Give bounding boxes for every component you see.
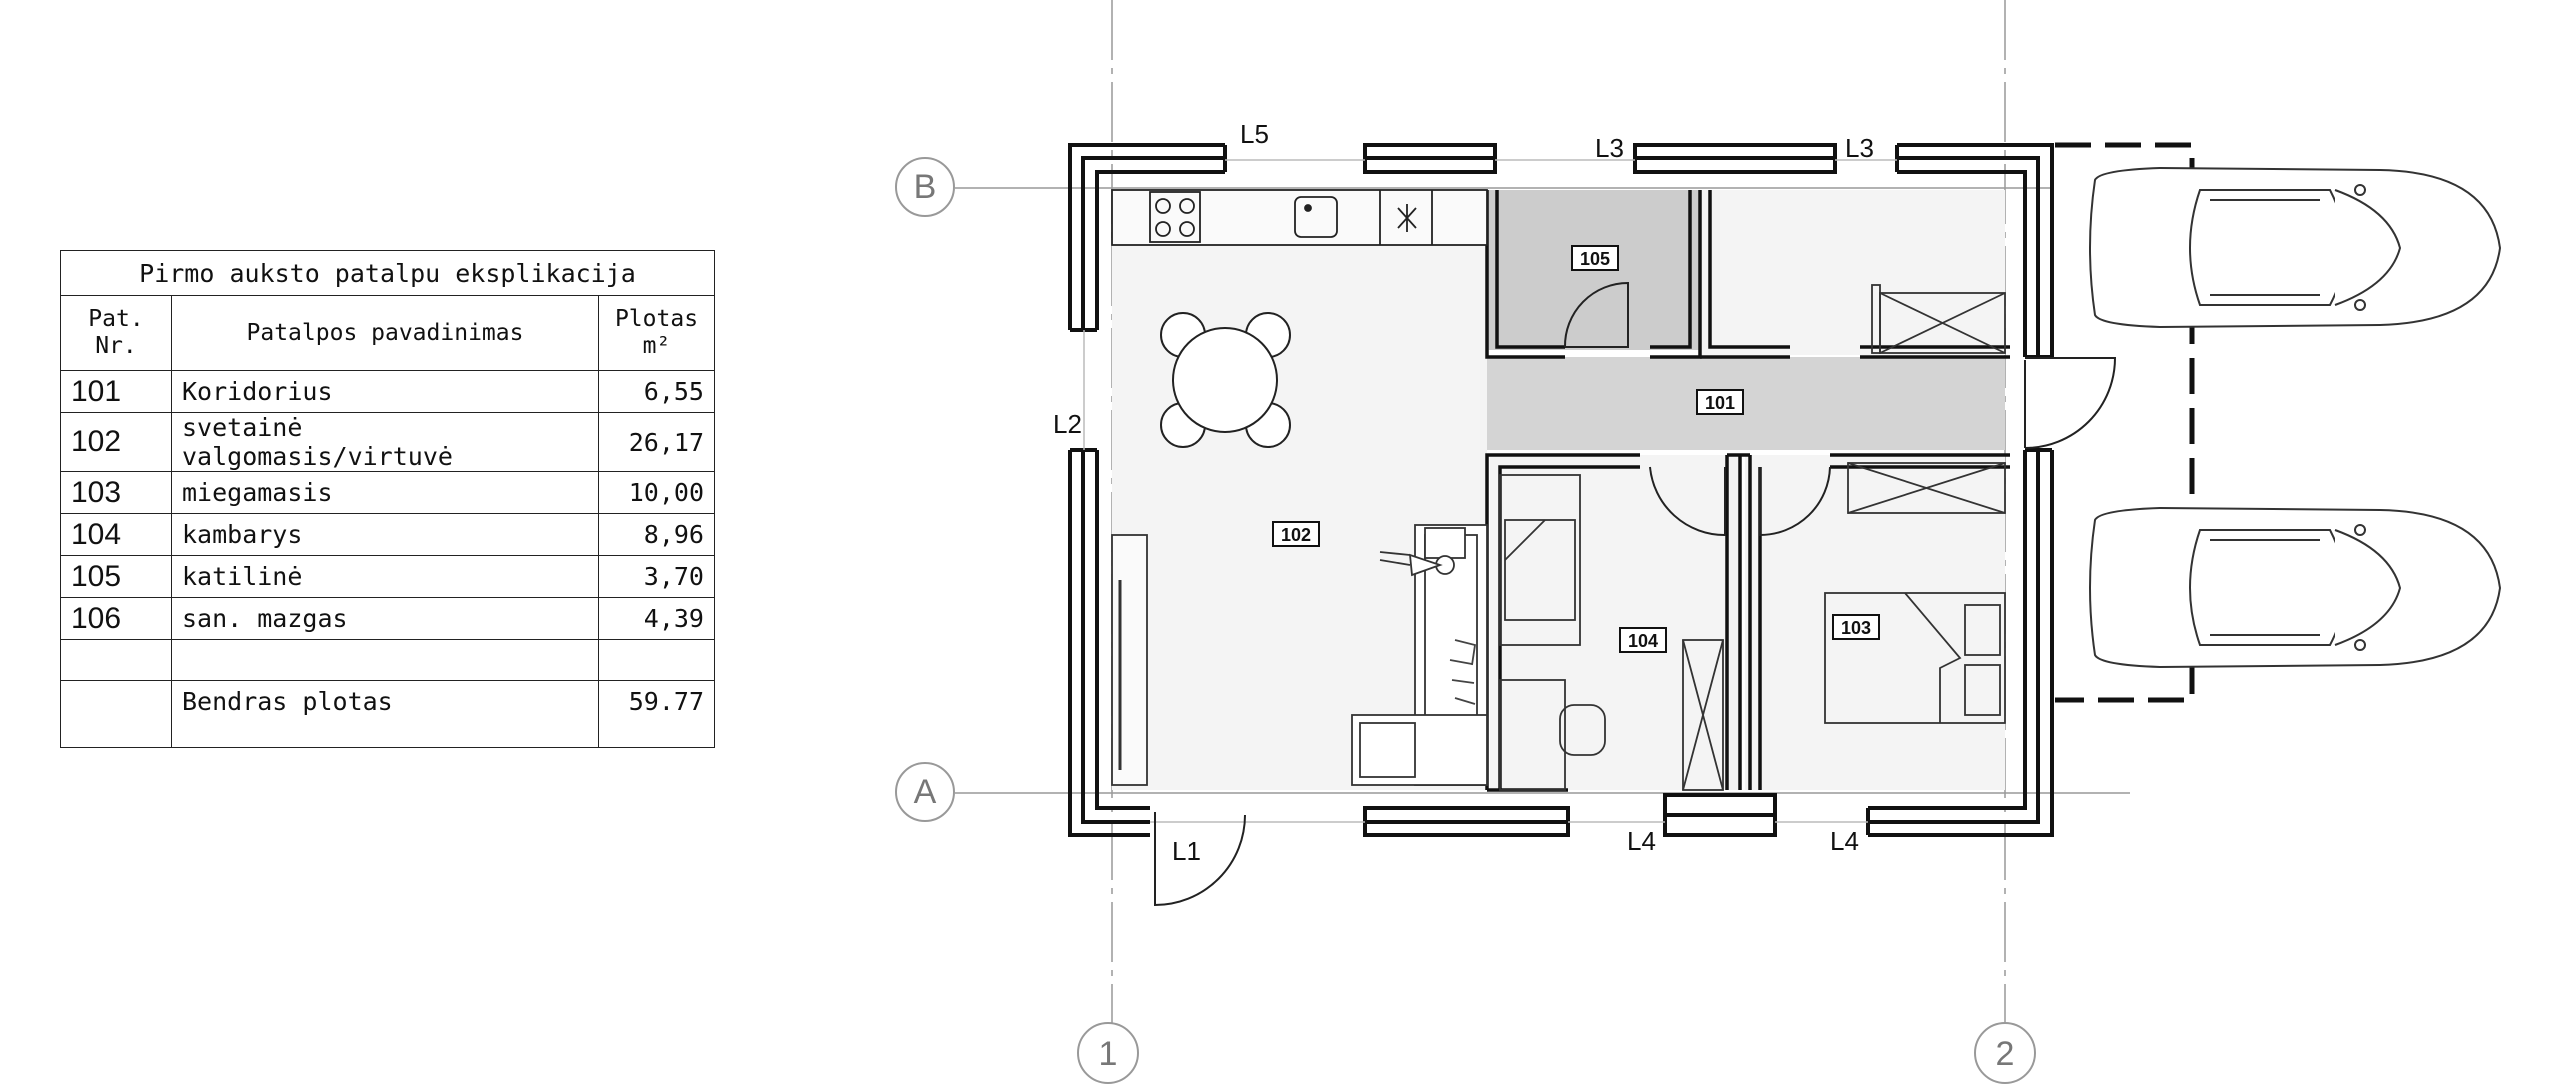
- room-nr: 106: [60, 597, 172, 640]
- interior-walls: [1485, 190, 2010, 792]
- doors: [1154, 281, 2117, 907]
- axis-marker-b: B: [895, 157, 955, 217]
- room-name: miegamasis: [171, 471, 599, 514]
- room-tag-text: 101: [1705, 393, 1735, 413]
- table-row: 106 san. mazgas 4,39: [60, 597, 715, 640]
- room-name: katilinė: [171, 555, 599, 598]
- car-top: [2089, 166, 2502, 329]
- window-label-l3: L3: [1595, 133, 1624, 163]
- room-103-furniture: [1824, 462, 2006, 724]
- room-tag-105: 105: [1571, 245, 1619, 271]
- room-tag-text: 104: [1628, 631, 1658, 651]
- carport-outline: [2055, 142, 2195, 703]
- room-nr: 103: [60, 471, 172, 514]
- room-nr: 102: [60, 412, 172, 472]
- room-106-floor: [1700, 190, 2005, 355]
- axis-marker-2: 2: [1974, 1022, 2036, 1084]
- dining-table: [1160, 312, 1291, 448]
- door-104: [1649, 466, 1726, 537]
- window-labels: L5 L3 L3 L2 L1 L4 L4: [1053, 119, 1874, 866]
- axis-marker-1: 1: [1077, 1022, 1139, 1084]
- room-area: 4,39: [598, 597, 715, 640]
- table-title: Pirmo auksto patalpu eksplikacija: [60, 250, 715, 296]
- room-nr: 105: [60, 555, 172, 598]
- window-label-l4: L4: [1627, 826, 1656, 856]
- room-name: san. mazgas: [171, 597, 599, 640]
- table-row: 103 miegamasis 10,00: [60, 471, 715, 514]
- total-label: Bendras plotas: [171, 680, 599, 748]
- corridor-101-floor: [1487, 357, 2005, 450]
- room-area: 10,00: [598, 471, 715, 514]
- room-tag-text: 105: [1580, 249, 1610, 269]
- entry-door-side: [2024, 357, 2117, 449]
- axis-marker-a: A: [895, 762, 955, 822]
- room-104-furniture: [1499, 474, 1724, 791]
- room-tag-text: 102: [1281, 525, 1311, 545]
- car-bottom: [2089, 506, 2502, 669]
- table-row: 104 kambarys 8,96: [60, 513, 715, 556]
- room-tag-text: 103: [1841, 618, 1871, 638]
- boiler-cabinet: [1871, 284, 2006, 354]
- desk-chair: [1559, 704, 1606, 756]
- room-tag-103: 103: [1832, 614, 1880, 640]
- header-area: Plotas m²: [598, 295, 715, 371]
- table-row: 102 svetainė valgomasis/virtuvė 26,17: [60, 412, 715, 472]
- axis-label: A: [914, 773, 937, 811]
- sofa: [1351, 524, 1488, 786]
- kitchen-counter: [1111, 189, 1488, 246]
- room-tag-101: 101: [1696, 389, 1744, 415]
- person-figure: [1379, 527, 1466, 577]
- room-nr: 104: [60, 513, 172, 556]
- room-104-floor: [1490, 455, 1740, 790]
- room-schedule-table: Pirmo auksto patalpu eksplikacija Pat. N…: [60, 250, 715, 748]
- window-label-l4: L4: [1830, 826, 1859, 856]
- header-nr-text: Pat. Nr.: [88, 306, 144, 359]
- room-tag-102: 102: [1272, 521, 1320, 547]
- window-label-l3: L3: [1845, 133, 1874, 163]
- window-label-l5: L5: [1240, 119, 1269, 149]
- axis-label: 1: [1099, 1035, 1118, 1073]
- room-area: 26,17: [598, 412, 715, 472]
- axis-label: B: [914, 168, 937, 206]
- room-tags: 101 102 103 104 105: [1272, 245, 1880, 653]
- entry-door-main: [1154, 812, 1246, 907]
- sink-icon: [1294, 196, 1338, 238]
- table-row: 101 Koridorius 6,55: [60, 370, 715, 413]
- exterior-walls: [1068, 143, 2054, 837]
- header-area-text: Plotas m²: [614, 306, 699, 359]
- table-row: 105 katilinė 3,70: [60, 555, 715, 598]
- room-tag-104: 104: [1619, 627, 1667, 653]
- room-nr: 101: [60, 370, 172, 413]
- door-103: [1759, 466, 1831, 537]
- header-name: Patalpos pavadinimas: [171, 295, 599, 371]
- room-area: 6,55: [598, 370, 715, 413]
- window-label-l2: L2: [1053, 409, 1082, 439]
- room-name: Koridorius: [171, 370, 599, 413]
- stove-icon: [1149, 191, 1201, 243]
- room-area: 3,70: [598, 555, 715, 598]
- living-wardrobe: [1111, 534, 1148, 786]
- axis-label: 2: [1996, 1035, 2015, 1073]
- room-area: 8,96: [598, 513, 715, 556]
- door-105: [1563, 281, 1629, 348]
- window-label-l1: L1: [1172, 836, 1201, 866]
- window-glazing: [1083, 159, 1897, 823]
- total-value: 59.77: [598, 680, 715, 748]
- table-total-row: Bendras plotas 59.77: [60, 680, 715, 748]
- fan-icon: [1397, 204, 1417, 232]
- room-name: svetainė valgomasis/virtuvė: [171, 412, 599, 472]
- header-nr: Pat. Nr.: [60, 295, 172, 371]
